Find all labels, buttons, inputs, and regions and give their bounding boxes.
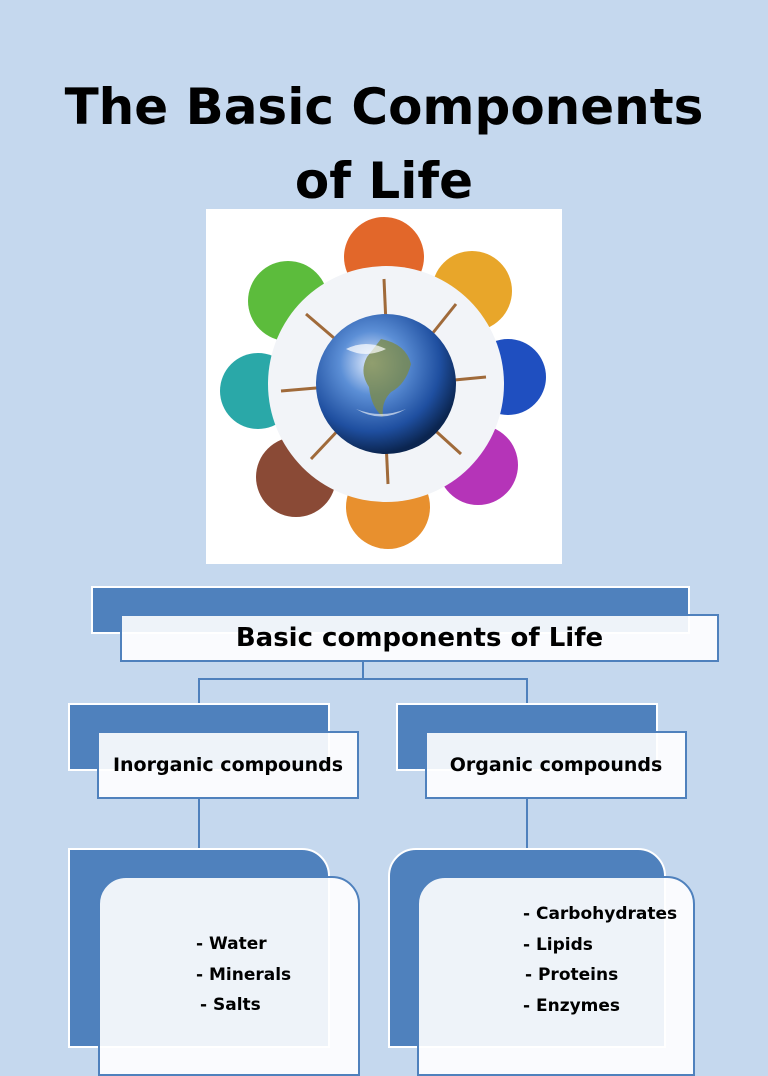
list-item: - Proteins — [525, 965, 619, 985]
page-title: The Basic Components of Life — [0, 70, 768, 218]
connector-right-drop — [526, 678, 528, 704]
list-item: - Enzymes — [523, 995, 621, 1016]
list-item: - Carbohydrates — [523, 904, 678, 924]
organic-node-label: Organic compounds — [449, 754, 663, 776]
list-item: - Lipids — [523, 934, 593, 955]
inorganic-node: Inorganic compounds — [97, 731, 359, 799]
earth-trees-image — [206, 209, 562, 564]
root-node: Basic components of Life — [120, 614, 719, 662]
connector-horizontal — [198, 678, 528, 680]
organic-items-list: - Carbohydrates - Lipids - Proteins - En… — [523, 899, 677, 1021]
list-item: - Water — [196, 934, 267, 954]
connector-organic-list — [526, 799, 528, 849]
connector-root-stem — [362, 662, 364, 678]
list-item: - Salts — [200, 995, 261, 1015]
root-node-label: Basic components of Life — [235, 623, 604, 653]
connector-inorganic-list — [198, 799, 200, 849]
earth-trees-icon — [220, 217, 546, 549]
organic-node: Organic compounds — [425, 731, 687, 799]
inorganic-items-list: - Water - Minerals - Salts — [196, 929, 291, 1021]
title-line-1: The Basic Components — [64, 78, 704, 136]
list-item: - Minerals — [196, 964, 292, 985]
title-line-2: of Life — [294, 152, 474, 210]
connector-left-drop — [198, 678, 200, 704]
inorganic-node-label: Inorganic compounds — [112, 754, 344, 776]
